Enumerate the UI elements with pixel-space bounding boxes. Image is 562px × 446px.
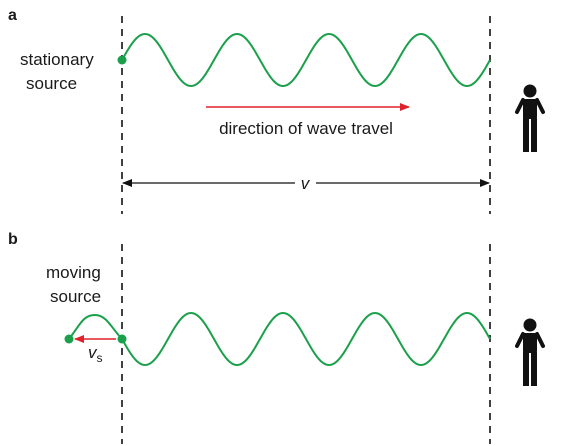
wave-b <box>121 311 491 367</box>
direction-label: direction of wave travel <box>219 119 393 138</box>
observer-icon <box>515 84 545 152</box>
wave-a <box>121 32 491 88</box>
source-label-line2: source <box>26 74 77 93</box>
panel-b: b vs moving source <box>8 231 545 444</box>
previous-source-dot <box>117 334 127 344</box>
panel-a: a stationary source direction of wave tr… <box>8 7 545 214</box>
observer-icon <box>515 318 545 386</box>
source-label-line2-b: source <box>50 287 101 306</box>
moving-source-dot <box>64 334 74 344</box>
panel-b-label: b <box>8 231 18 248</box>
panel-a-label: a <box>8 7 17 24</box>
speed-label: v <box>301 174 311 193</box>
source-speed-label: vs <box>88 343 103 365</box>
compressed-wave <box>68 313 123 340</box>
source-label-line1-b: moving <box>46 263 101 282</box>
source-label-line1: stationary <box>20 50 94 69</box>
stationary-source-dot <box>117 55 127 65</box>
